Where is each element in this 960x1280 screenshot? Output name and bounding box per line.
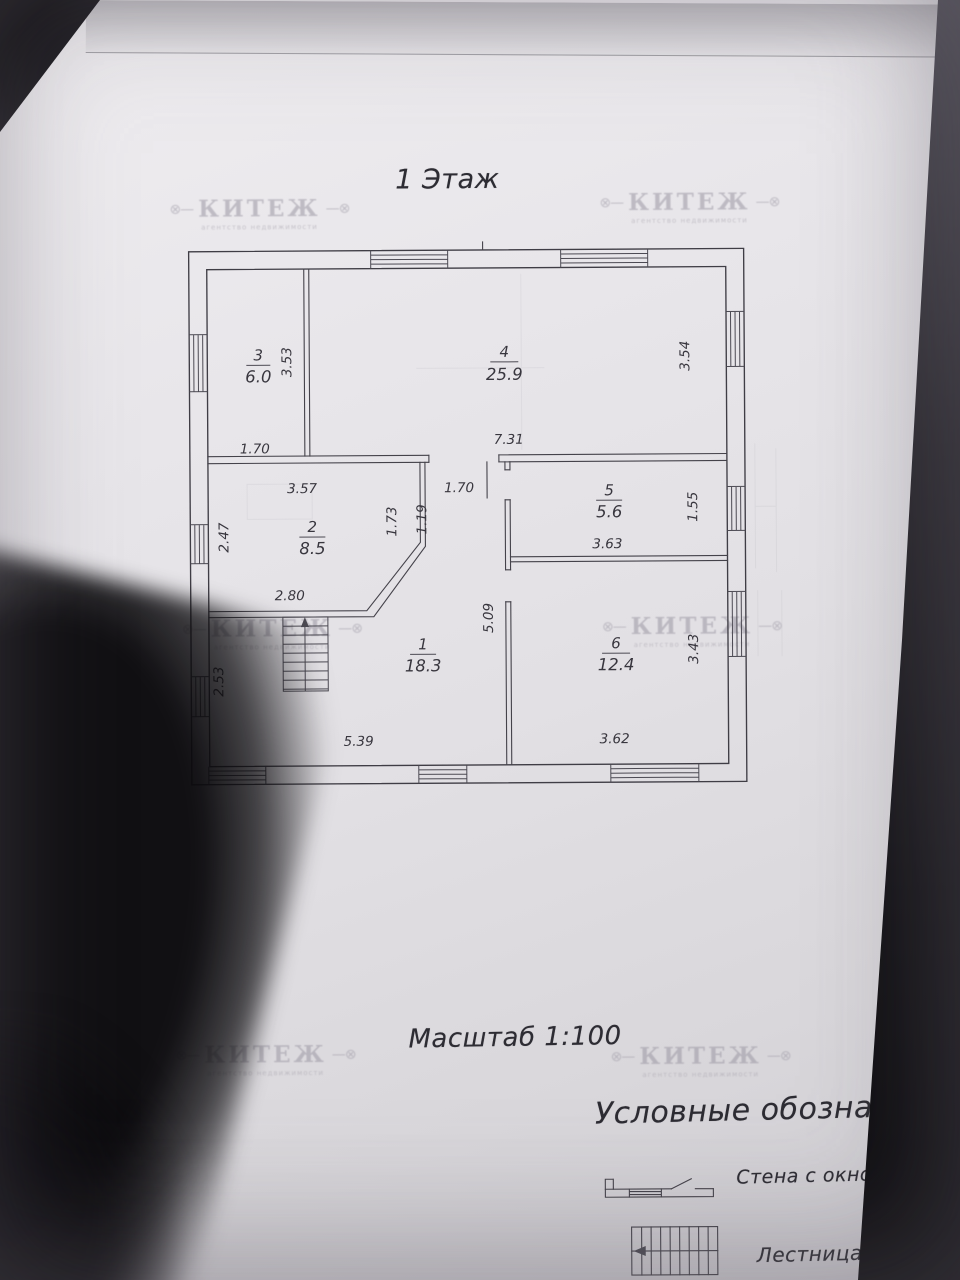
dimension: 3.54 <box>677 341 693 371</box>
dimension: 5.39 <box>344 734 374 750</box>
staircase-symbol <box>282 616 329 692</box>
watermark: ⊗—КИТЕЖ—⊗ агентство недвижимости <box>175 1040 356 1078</box>
watermark-subtext: агентство недвижимости <box>631 216 748 226</box>
watermark: ⊗—КИТЕЖ—⊗ агентство недвижимости <box>599 188 779 225</box>
compass-ornament-icon: —⊗ <box>755 193 780 210</box>
floor-plan-drawing: 3 6.0 4 25.9 2 8.5 5 5.6 1 18.3 6 12.4 1… <box>187 241 783 786</box>
watermark-subtext: агентство недвижимости <box>642 1070 760 1080</box>
watermark: ⊗—КИТЕЖ—⊗ агентство недвижимости <box>169 195 349 232</box>
dimension: 3.62 <box>600 731 630 747</box>
dimension: 1.55 <box>685 492 701 522</box>
watermark-subtext: агентство недвижимости <box>201 222 318 232</box>
dimension: 3.53 <box>279 347 295 377</box>
room-number: 3 <box>253 346 263 364</box>
dimension: 3.43 <box>686 634 702 664</box>
dimension: 1.19 <box>414 504 430 534</box>
dimension: 5.09 <box>481 603 497 633</box>
room-area: 25.9 <box>486 365 523 384</box>
watermark-text: КИТЕЖ <box>628 188 751 217</box>
legend-stairs-label: Лестница <box>756 1240 863 1268</box>
room-number: 6 <box>611 634 621 652</box>
legend-title: Условные обозначения: <box>594 1087 960 1132</box>
dimension: 1.70 <box>444 480 474 496</box>
interior-walls <box>207 241 729 766</box>
room-area: 5.6 <box>596 502 622 521</box>
legend-wall-symbol <box>604 1177 714 1198</box>
compass-ornament-icon: —⊗ <box>331 1046 356 1063</box>
dimension: 1.73 <box>384 506 400 536</box>
floor-title: 1 Этаж <box>395 163 500 196</box>
compass-ornament-icon: ⊗— <box>175 1047 200 1064</box>
room-area: 12.4 <box>598 655 635 674</box>
room-number: 5 <box>604 481 614 499</box>
window-symbols <box>189 248 747 785</box>
watermark-text: КИТЕЖ <box>198 194 321 223</box>
compass-ornament-icon: —⊗ <box>325 200 350 217</box>
room-area: 18.3 <box>405 656 442 675</box>
dimension: 2.47 <box>216 522 232 553</box>
dimension: 3.57 <box>287 481 318 497</box>
compass-ornament-icon: ⊗— <box>169 201 194 218</box>
dimension: 2.53 <box>211 667 227 697</box>
legend-wall-label: Стена с окном и дверью <box>736 1160 960 1189</box>
watermark-text: КИТЕЖ <box>204 1040 327 1069</box>
scale-note: Масштаб 1:100 <box>408 1021 622 1055</box>
compass-ornament-icon: ⊗— <box>599 194 624 211</box>
compass-ornament-icon: —⊗ <box>766 1047 791 1064</box>
watermark: ⊗—КИТЕЖ—⊗ агентство недвижимости <box>610 1042 791 1080</box>
dimension: 3.63 <box>592 536 622 552</box>
outer-walls <box>187 247 748 786</box>
room-number: 1 <box>418 635 428 653</box>
watermark-text: КИТЕЖ <box>639 1042 762 1071</box>
dimension: 7.31 <box>494 432 524 448</box>
room-area: 6.0 <box>245 367 271 386</box>
room-number: 4 <box>499 343 509 361</box>
dimension: 1.70 <box>240 441 270 457</box>
room-number: 2 <box>307 518 317 536</box>
watermark-subtext: агентство недвижимости <box>207 1068 325 1078</box>
room-area: 8.5 <box>299 539 325 558</box>
bleed-through-lines <box>246 273 783 657</box>
dimension: 2.80 <box>275 588 305 604</box>
legend-stairs-symbol <box>631 1226 719 1276</box>
